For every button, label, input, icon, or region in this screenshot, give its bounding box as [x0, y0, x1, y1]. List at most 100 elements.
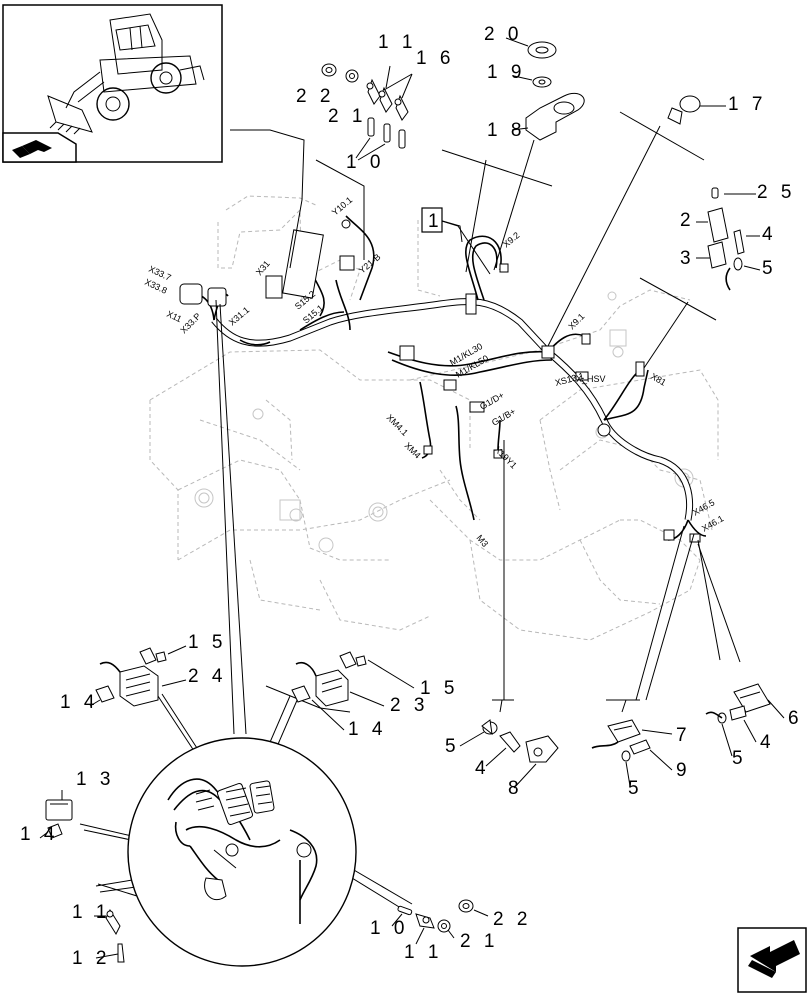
- washer-21-top: [345, 69, 359, 83]
- callout-c18[interactable]: 1 8: [487, 120, 525, 141]
- connector-24: [119, 665, 159, 707]
- callout-c15b[interactable]: 1 5: [420, 678, 458, 699]
- callout-c4b[interactable]: 4: [475, 758, 490, 779]
- callout-c1[interactable]: 1: [428, 211, 443, 232]
- pin-14-mid: [291, 685, 311, 703]
- connector-label-xm4: XM4: [403, 440, 423, 460]
- callout-c5d[interactable]: 5: [732, 748, 747, 769]
- seal-5-mid: [621, 750, 631, 762]
- connector-label-x9_2: X9.2: [501, 230, 522, 250]
- connector-label-x81: X81: [649, 371, 668, 388]
- callout-c11b[interactable]: 1 1: [72, 902, 110, 923]
- callout-c20[interactable]: 2 0: [484, 24, 522, 45]
- seal-5-right: [733, 257, 743, 271]
- pin-14-far-left: [47, 823, 63, 839]
- callout-c3a[interactable]: 3: [680, 248, 695, 269]
- callout-c7[interactable]: 7: [676, 725, 691, 746]
- connector-label-x46_1: X46.1: [700, 513, 725, 533]
- connector-label-x_hsv: X_HSV: [576, 374, 606, 384]
- callout-c5c[interactable]: 5: [628, 778, 643, 799]
- connector-label-x31: X31: [254, 259, 272, 278]
- callout-c9[interactable]: 9: [676, 760, 691, 781]
- connector-6: [733, 683, 771, 713]
- connector-label-y10_1: Y10.1: [330, 195, 354, 218]
- ring-terminal-11-bottom: [105, 908, 121, 936]
- callout-c15a[interactable]: 1 5: [188, 632, 226, 653]
- next-page-arrow-icon[interactable]: [737, 927, 807, 993]
- frame-outline: [149, 195, 719, 641]
- terminal-4-rb: [729, 705, 747, 721]
- connector-7: [607, 719, 641, 743]
- clamp-18: [525, 92, 585, 141]
- callout-c14a[interactable]: 1 4: [60, 692, 98, 713]
- pin-10b: [383, 123, 391, 143]
- pin-14-left: [95, 685, 115, 703]
- connector-label-x31_1: X31.1: [227, 305, 251, 328]
- callout-c2a[interactable]: 2: [680, 210, 695, 231]
- grommet-20: [527, 41, 557, 59]
- callout-c23[interactable]: 2 3: [390, 695, 428, 716]
- exploded-parts[interactable]: [39, 37, 785, 963]
- washer-19: [532, 76, 552, 88]
- ring-terminal-16a: [378, 86, 393, 113]
- ring-terminal-11-top: [366, 78, 381, 105]
- callout-c16[interactable]: 1 6: [416, 48, 454, 69]
- callout-c21a[interactable]: 2 1: [328, 106, 366, 127]
- callout-c22b[interactable]: 2 2: [493, 909, 531, 930]
- callout-c6[interactable]: 6: [788, 708, 803, 729]
- ring-terminal-11-b2: [415, 913, 435, 929]
- nut-22-top: [321, 63, 337, 77]
- wheel-loader-thumbnail: [47, 13, 205, 135]
- connector-label-m3: M3: [474, 533, 490, 549]
- callout-c17[interactable]: 1 7: [728, 94, 766, 115]
- clip-17: [667, 95, 701, 125]
- callout-c10a[interactable]: 1 0: [346, 152, 384, 173]
- seal-5-bottom: [481, 719, 498, 736]
- callout-c11a[interactable]: 1 1: [378, 32, 416, 53]
- thumbnail-panel[interactable]: [2, 4, 223, 163]
- cable-12: [117, 943, 125, 963]
- callout-c21b[interactable]: 2 1: [460, 931, 498, 952]
- connector-label-xm4_1: XM4.1: [385, 412, 410, 437]
- main-harness[interactable]: [179, 215, 707, 543]
- relay-13: [45, 799, 73, 821]
- callout-c24[interactable]: 2 4: [188, 666, 226, 687]
- callout-c12[interactable]: 1 2: [72, 948, 110, 969]
- connector-label-g1b: G1/B+: [490, 406, 517, 428]
- pin-10c: [398, 129, 406, 149]
- callout-c19[interactable]: 1 9: [487, 62, 525, 83]
- pin-10a: [367, 117, 375, 137]
- nav-arrow-icon[interactable]: [12, 140, 52, 158]
- terminal-4-right: [733, 229, 745, 255]
- pin-15-left: [139, 647, 167, 665]
- callout-c10b[interactable]: 1 0: [370, 918, 408, 939]
- callout-c14b[interactable]: 1 4: [348, 719, 386, 740]
- callout-c25[interactable]: 2 5: [757, 182, 795, 203]
- detail-magnifier[interactable]: [127, 737, 357, 967]
- connector-label-g1d: G1/D+: [478, 390, 506, 412]
- callout-c8[interactable]: 8: [508, 778, 523, 799]
- terminal-9: [629, 739, 651, 755]
- pin-10-bottom: [397, 905, 413, 916]
- connector-label-y21b: Y21-B: [357, 252, 383, 276]
- callout-c4c[interactable]: 4: [760, 732, 775, 753]
- nut-22-bottom: [458, 899, 474, 913]
- sensor-8: [525, 735, 559, 763]
- callout-c11c[interactable]: 1 1: [404, 942, 442, 963]
- callout-c22a[interactable]: 2 2: [296, 86, 334, 107]
- connector-2: [707, 207, 729, 243]
- terminal-4-bottom: [499, 731, 521, 753]
- connector-label-x9_1: X9.1: [566, 311, 586, 331]
- connector-label-x11: X11: [165, 309, 183, 325]
- pin-15-mid: [339, 651, 367, 669]
- callout-c4a[interactable]: 4: [762, 224, 777, 245]
- connector-3: [707, 241, 727, 269]
- callout-c14c[interactable]: 1 4: [20, 824, 58, 845]
- callout-c5a[interactable]: 5: [762, 258, 777, 279]
- connector-label-x46_5: X46.5: [691, 497, 716, 517]
- callout-c5b[interactable]: 5: [445, 736, 460, 757]
- ring-terminal-16b: [394, 94, 409, 121]
- callout-c13[interactable]: 1 3: [76, 769, 114, 790]
